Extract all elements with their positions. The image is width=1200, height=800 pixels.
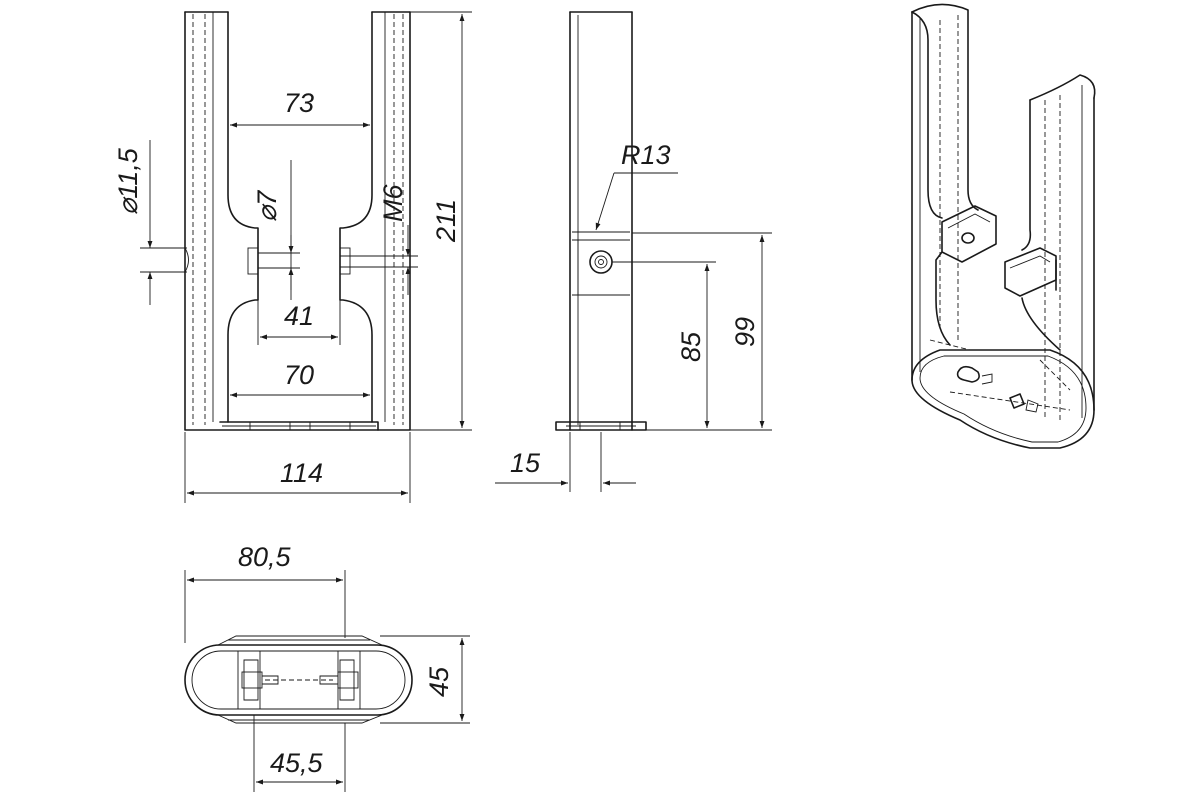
dim-pipe-diameter-label: ⌀11,5 — [113, 147, 143, 215]
dim-slot-height-label: 99 — [730, 317, 760, 347]
dim-width-top-label: 73 — [284, 88, 314, 118]
dim-neck-width-label: 41 — [284, 301, 314, 331]
side-view: R13 85 99 15 — [495, 11, 772, 492]
dim-total-width-label: 114 — [280, 458, 323, 488]
front-view: 73 ⌀7 M6 41 70 114 211 — [113, 11, 472, 503]
top-inner-label: 45,5 — [270, 748, 324, 778]
dim-base-thickness-label: 15 — [510, 448, 541, 478]
top-view: 80,5 45 45,5 — [184, 542, 470, 792]
dim-hole-height-label: 85 — [676, 331, 706, 362]
top-width-label: 45 — [424, 666, 454, 697]
isometric-view — [911, 3, 1096, 449]
top-length-label: 80,5 — [238, 542, 292, 572]
dim-thread-label: M6 — [378, 184, 408, 222]
dim-hole-diameter-label: ⌀7 — [252, 190, 282, 222]
dim-width-bottom-label: 70 — [284, 360, 314, 390]
dim-radius-label: R13 — [621, 140, 671, 170]
dim-total-height-label: 211 — [431, 199, 461, 243]
